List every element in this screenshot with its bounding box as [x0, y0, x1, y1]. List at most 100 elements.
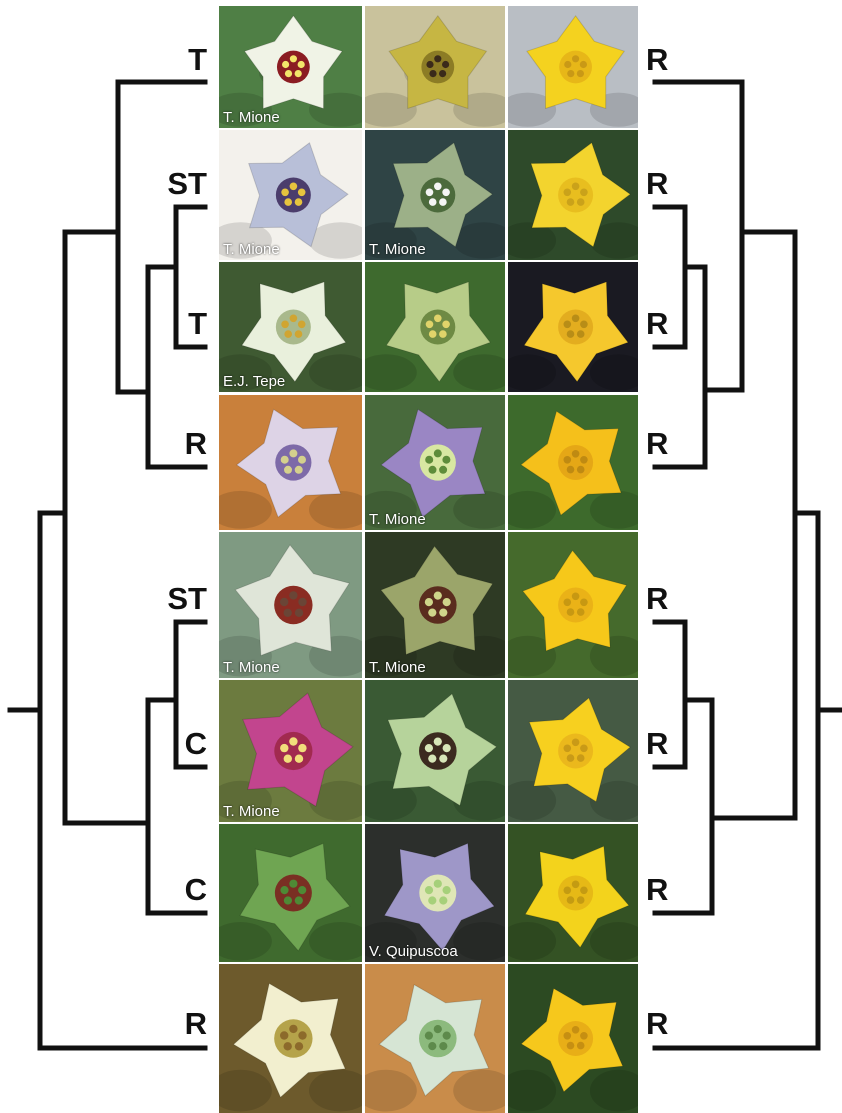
- flower-anther: [572, 593, 580, 601]
- flower-photo: [508, 680, 638, 822]
- magenta-cup-flower-image: [219, 680, 362, 822]
- flower-anther: [577, 754, 585, 762]
- flower-anther: [425, 744, 433, 752]
- flower-anther: [285, 70, 292, 77]
- flower-photo: [365, 6, 505, 128]
- flower-anther: [564, 887, 572, 895]
- flower-anther: [572, 450, 580, 458]
- flower-anther: [443, 1032, 451, 1040]
- photo-credit: T. Mione: [223, 659, 280, 676]
- left-tip-label: R: [127, 1008, 207, 1039]
- flower-anther: [567, 70, 574, 77]
- flower-photo: T. Mione: [365, 395, 505, 530]
- flower-anther: [280, 886, 288, 894]
- flower-anther: [281, 189, 289, 197]
- flower-anther: [434, 880, 442, 888]
- flower-anther: [577, 330, 585, 338]
- flower-anther: [280, 1031, 288, 1039]
- photo-credit: T. Mione: [369, 659, 426, 676]
- flower-anther: [580, 61, 587, 68]
- flower-anther: [426, 61, 433, 68]
- flower-anther: [442, 189, 450, 197]
- flower-photo: [508, 130, 638, 260]
- flower-anther: [567, 608, 575, 616]
- flower-photo: [508, 964, 638, 1113]
- flower-anther: [289, 880, 297, 888]
- flower-anther: [567, 330, 575, 338]
- yellow-ruffled-flower-image: [508, 964, 638, 1113]
- flower-photo: [219, 824, 362, 962]
- flower-anther: [567, 198, 575, 206]
- flower-anther: [428, 1042, 436, 1050]
- flower-anther: [298, 598, 306, 606]
- flower-anther: [442, 61, 449, 68]
- flower-anther: [442, 321, 450, 329]
- flower-photo: [365, 262, 505, 392]
- flower-anther: [284, 330, 292, 338]
- right-tip-label: R: [646, 874, 706, 905]
- green-cup-flower-2-image: [219, 824, 362, 962]
- flower-photo: [508, 395, 638, 530]
- flower-anther: [564, 189, 572, 197]
- green-white-star-flower-image: [365, 964, 505, 1113]
- flower-anther: [284, 198, 292, 206]
- green-pendant-flower-image: [365, 262, 505, 392]
- flower-anther: [434, 449, 442, 457]
- left-tip-label: ST: [127, 168, 207, 199]
- flower-anther: [282, 61, 289, 68]
- flower-photo: [508, 6, 638, 128]
- yellow-reflexed-flowers-image: [508, 130, 638, 260]
- right-tip-label: R: [646, 1008, 706, 1039]
- photo-credit: T. Mione: [223, 109, 280, 126]
- flower-anther: [295, 609, 303, 617]
- flower-anther: [290, 183, 298, 191]
- flower-anther: [284, 896, 292, 904]
- flower-anther: [442, 456, 450, 464]
- flower-anther: [429, 198, 437, 206]
- flower-anther: [429, 466, 437, 474]
- flower-anther: [443, 886, 451, 894]
- flower-anther: [577, 198, 585, 206]
- flower-anther: [580, 887, 588, 895]
- flower-anther: [434, 592, 442, 600]
- flower-anther: [280, 598, 288, 606]
- flower-anther: [439, 70, 446, 77]
- flower-photo: T. Mione: [219, 532, 362, 678]
- left-tip-label: T: [127, 308, 207, 339]
- yellow-tubular-flowers-image: [365, 6, 505, 128]
- flower-anther: [577, 466, 585, 474]
- flower-anther: [572, 315, 580, 323]
- flower-photo: T. Mione: [219, 680, 362, 822]
- flower-anther: [290, 55, 297, 62]
- flower-anther: [434, 183, 442, 191]
- flower-anther: [577, 608, 585, 616]
- yellow-side-flower-image: [508, 395, 638, 530]
- flower-anther: [580, 599, 588, 607]
- flower-anther: [284, 609, 292, 617]
- flower-anther: [567, 1042, 575, 1050]
- flower-anther: [298, 1031, 306, 1039]
- right-tip-label: R: [646, 728, 706, 759]
- left-tip-label: C: [127, 728, 207, 759]
- flower-anther: [290, 315, 298, 323]
- yellow-rotate-flower-image: [508, 6, 638, 128]
- flower-anther: [564, 321, 572, 329]
- flower-anther: [564, 456, 572, 464]
- flower-anther: [434, 315, 442, 323]
- flower-anther: [439, 198, 447, 206]
- flower-anther: [298, 321, 306, 329]
- flower-anther: [295, 1042, 303, 1050]
- flower-anther: [577, 896, 585, 904]
- flower-photo: [219, 395, 362, 530]
- flower-anther: [281, 321, 289, 329]
- flower-anther: [439, 896, 447, 904]
- flower-photo: E.J. Tepe: [219, 262, 362, 392]
- flower-anther: [567, 896, 575, 904]
- flower-anther: [284, 1042, 292, 1050]
- flower-anther: [439, 755, 447, 763]
- flower-anther: [426, 189, 434, 197]
- flower-photo: [219, 964, 362, 1113]
- right-tip-label: R: [646, 44, 706, 75]
- right-tip-label: R: [646, 583, 706, 614]
- flower-anther: [434, 1025, 442, 1033]
